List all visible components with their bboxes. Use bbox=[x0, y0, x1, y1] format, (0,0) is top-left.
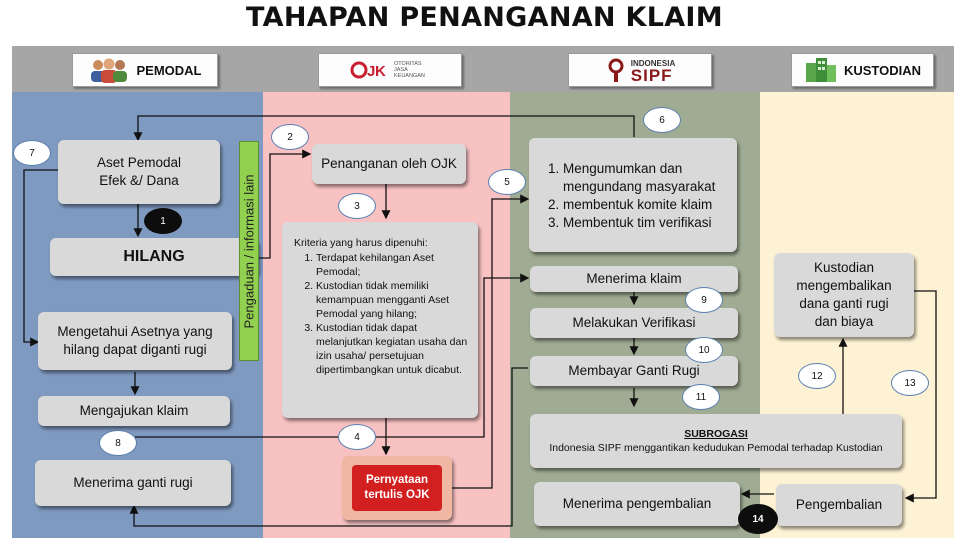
people-icon bbox=[90, 58, 127, 83]
pernyataan-frame: Pernyataan tertulis OJK bbox=[342, 456, 452, 520]
verifikasi-box: Melakukan Verifikasi bbox=[530, 308, 738, 338]
sipf-action-item: Mengumumkan dan mengundang masyarakat bbox=[563, 160, 731, 196]
sipf-header: INDONESIA SIPF bbox=[568, 53, 712, 87]
kriteria-list: Terdapat kehilangan Aset Pemodal; Kustod… bbox=[294, 251, 470, 377]
kriteria-box: Kriteria yang harus dipenuhi: Terdapat k… bbox=[282, 222, 478, 418]
step-13-marker: 13 bbox=[891, 370, 929, 396]
pengembalian-box: Pengembalian bbox=[776, 484, 902, 526]
membayar-box: Membayar Ganti Rugi bbox=[530, 356, 738, 386]
step-8-marker: 8 bbox=[99, 430, 137, 456]
aset-pemodal-box: Aset Pemodal Efek &/ Dana bbox=[58, 140, 220, 204]
kustodian-label: KUSTODIAN bbox=[843, 62, 922, 78]
sipf-action-item: Membentuk tim verifikasi bbox=[563, 214, 731, 232]
step-5-marker: 5 bbox=[488, 169, 526, 195]
ojk-header: J K OTORITAS JASA KEUANGAN bbox=[318, 53, 462, 87]
menerima-pengembalian-box: Menerima pengembalian bbox=[534, 482, 740, 526]
kriteria-item: Kustodian tidak memiliki kemampuan mengg… bbox=[316, 279, 470, 321]
sipf-logo bbox=[608, 58, 624, 82]
svg-text:J: J bbox=[367, 63, 375, 80]
mengajukan-klaim-box: Mengajukan klaim bbox=[38, 396, 230, 426]
kriteria-title: Kriteria yang harus dipenuhi: bbox=[294, 237, 428, 249]
pengaduan-label: Pengaduan / informasi lain bbox=[241, 174, 257, 328]
kriteria-item: Terdapat kehilangan Aset Pemodal; bbox=[316, 251, 470, 279]
ojk-logo-sub: OTORITAS JASA KEUANGAN bbox=[394, 61, 425, 79]
step-12-marker: 12 bbox=[798, 363, 836, 389]
sipf-action-item: membentuk komite klaim bbox=[563, 196, 731, 214]
pengaduan-label-box: Pengaduan / informasi lain bbox=[239, 141, 259, 361]
kustodian-header: KUSTODIAN bbox=[791, 53, 934, 87]
sipf-logo-top: INDONESIA bbox=[630, 59, 676, 68]
step-3-marker: 3 bbox=[338, 193, 376, 219]
pemodal-header: PEMODAL bbox=[72, 53, 218, 87]
subrogasi-title: SUBROGASI bbox=[684, 428, 748, 440]
page-title: TAHAPAN PENANGANAN KLAIM bbox=[246, 2, 723, 33]
kriteria-item: Kustodian tidak dapat melanjutkan kegiat… bbox=[316, 321, 470, 377]
penanganan-ojk-box: Penanganan oleh OJK bbox=[312, 144, 466, 184]
sipf-logo-main: SIPF bbox=[630, 66, 673, 85]
step-14-marker: 14 bbox=[738, 504, 778, 534]
pemodal-label: PEMODAL bbox=[136, 62, 202, 78]
step-7-marker: 7 bbox=[13, 140, 51, 166]
step-6-marker: 6 bbox=[643, 107, 681, 133]
step-11-marker: 11 bbox=[682, 384, 720, 410]
building-icon bbox=[805, 58, 836, 82]
pernyataan-box: Pernyataan tertulis OJK bbox=[352, 465, 442, 511]
subrogasi-box: SUBROGASI Indonesia SIPF menggantikan ke… bbox=[530, 414, 902, 468]
step-4-marker: 4 bbox=[338, 424, 376, 450]
hilang-box: HILANG bbox=[50, 238, 258, 276]
sipf-actions-box: Mengumumkan dan mengundang masyarakat me… bbox=[529, 138, 737, 252]
step-1-marker: 1 bbox=[144, 208, 182, 234]
step-2-marker: 2 bbox=[271, 124, 309, 150]
ojk-logo: J K bbox=[350, 61, 386, 80]
mengetahui-box: Mengetahui Asetnya yang hilang dapat dig… bbox=[38, 312, 232, 370]
kustodian-mengembalikan-box: Kustodian mengembalikan dana ganti rugi … bbox=[774, 253, 914, 337]
svg-text:K: K bbox=[375, 63, 386, 80]
step-10-marker: 10 bbox=[685, 337, 723, 363]
subrogasi-text: Indonesia SIPF menggantikan kedudukan Pe… bbox=[549, 442, 883, 454]
step-9-marker: 9 bbox=[685, 287, 723, 313]
menerima-ganti-rugi-box: Menerima ganti rugi bbox=[35, 460, 231, 506]
sipf-actions-list: Mengumumkan dan mengundang masyarakat me… bbox=[529, 160, 731, 232]
